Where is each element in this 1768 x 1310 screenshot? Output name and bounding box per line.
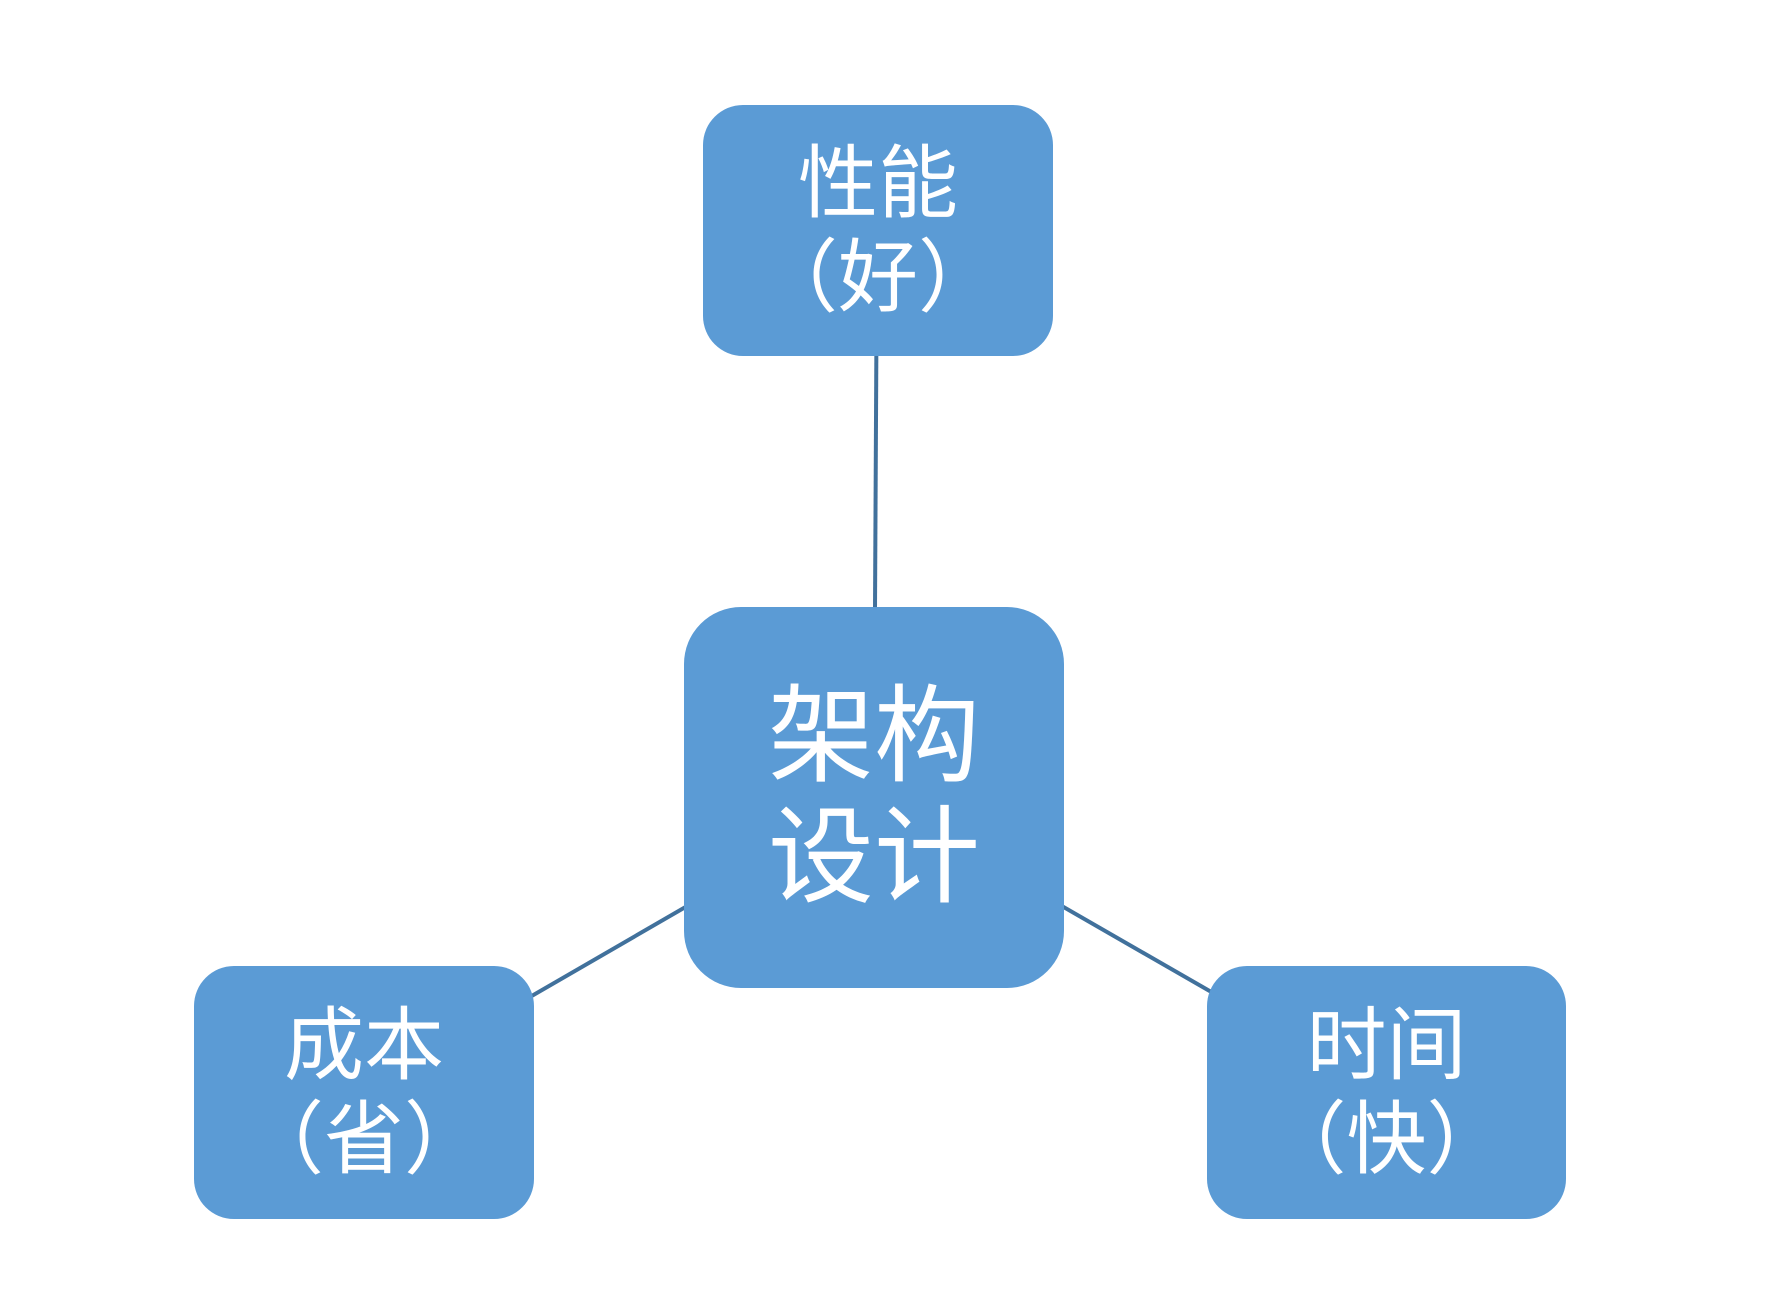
node-performance: 性能 （好） <box>703 105 1053 356</box>
node-time-line-1: 时间 <box>1306 998 1467 1092</box>
node-architecture-design: 架构 设计 <box>684 607 1064 988</box>
node-architecture-line-1: 架构 <box>768 674 980 798</box>
node-cost: 成本 （省） <box>194 966 534 1219</box>
node-cost-line-1: 成本 <box>284 998 444 1092</box>
node-architecture-line-2: 设计 <box>768 795 980 919</box>
node-performance-line-1: 性能 <box>798 136 958 230</box>
node-time-line-2: （快） <box>1266 1092 1507 1186</box>
node-time: 时间 （快） <box>1207 966 1566 1219</box>
node-performance-line-2: （好） <box>758 230 998 324</box>
node-cost-line-2: （省） <box>244 1092 484 1186</box>
